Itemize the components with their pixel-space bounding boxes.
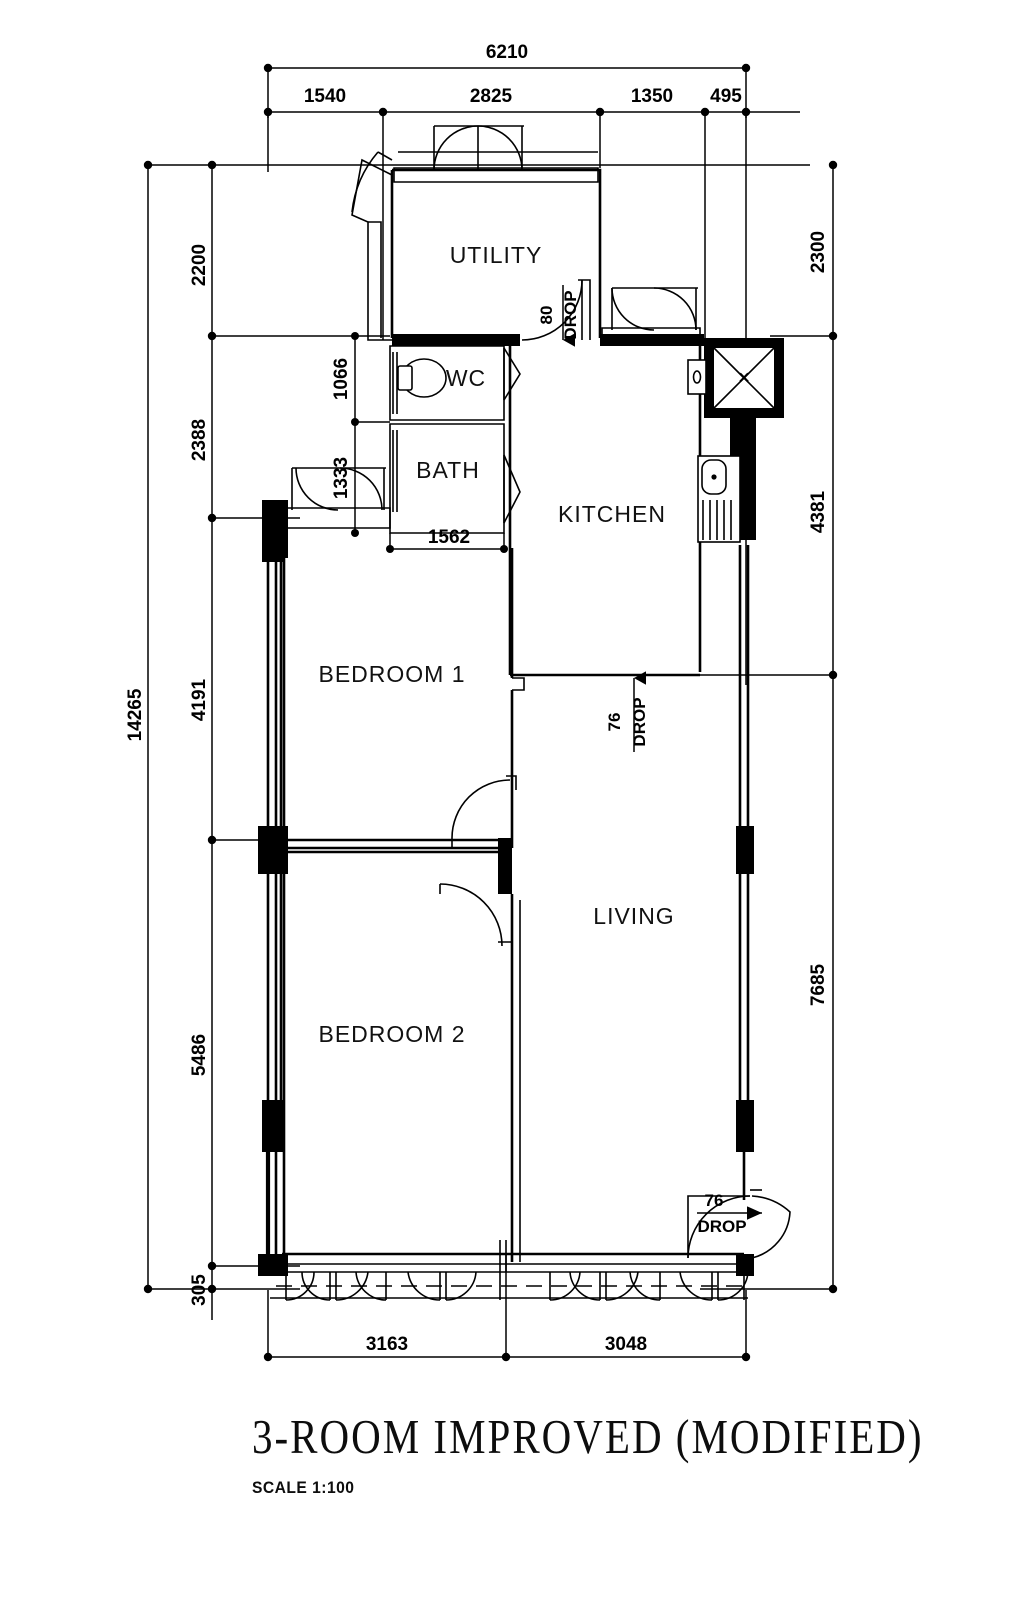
service-shaft: × xyxy=(687,338,784,540)
room-label-living: LIVING xyxy=(593,903,674,929)
dim-wc-1066: 1066 xyxy=(331,358,352,400)
entrance-door xyxy=(687,1189,791,1259)
dim-left-4191: 4191 xyxy=(189,678,210,721)
wc-room: WC xyxy=(389,345,521,421)
dim-left-overall-14265: 14265 xyxy=(125,688,146,741)
dim-left-305: 305 xyxy=(189,1274,210,1306)
drop-value-entrance: 76 xyxy=(705,1191,724,1210)
utility-room: UTILITY xyxy=(351,125,602,346)
page-title: 3-ROOM IMPROVED (MODIFIED) xyxy=(252,1409,924,1464)
drop-note-entrance: 76 DROP xyxy=(697,1191,762,1236)
bedroom-partition-wall xyxy=(258,826,512,894)
dim-bath-1333: 1333 xyxy=(331,457,352,499)
dim-top-1540: 1540 xyxy=(304,86,346,107)
room-label-utility: UTILITY xyxy=(450,242,543,268)
title-block: 3-ROOM IMPROVED (MODIFIED) SCALE 1:100 xyxy=(252,1408,952,1498)
dim-top-1350: 1350 xyxy=(631,86,673,107)
drop-note-living-kitchen: 76 DROP xyxy=(605,671,649,752)
room-label-kitchen: KITCHEN xyxy=(558,501,666,527)
dim-right-2300: 2300 xyxy=(808,231,829,273)
room-label-bath: BATH xyxy=(416,457,480,483)
shaft-x-mark: × xyxy=(738,368,749,389)
dim-top-495: 495 xyxy=(710,86,742,107)
scale-label: SCALE 1:100 xyxy=(252,1478,355,1497)
drop-label-living: DROP xyxy=(630,697,649,746)
dim-bath-1562: 1562 xyxy=(428,527,470,548)
drop-note-utility: 80 DROP xyxy=(537,285,580,347)
room-label-wc: WC xyxy=(446,365,486,391)
dim-top-2825: 2825 xyxy=(470,86,513,107)
dim-left-2388: 2388 xyxy=(189,419,210,461)
balcony-window-band xyxy=(258,1240,749,1301)
dim-left-5486: 5486 xyxy=(189,1034,210,1076)
left-dimension-chain: 2200 2388 4191 5486 305 14265 xyxy=(125,160,810,1320)
interior-dimensions: 1066 1333 1562 xyxy=(331,332,508,553)
dim-right-4381: 4381 xyxy=(808,490,829,533)
room-label-bedroom2: BEDROOM 2 xyxy=(318,1021,465,1047)
room-label-bedroom1: BEDROOM 1 xyxy=(318,661,465,687)
dim-left-2200: 2200 xyxy=(189,244,210,286)
dim-right-7685: 7685 xyxy=(808,963,829,1006)
bottom-dimension-chain: 3163 3048 xyxy=(263,1255,751,1362)
bedroom2-room: BEDROOM 2 xyxy=(282,874,521,1262)
dim-bottom-3048: 3048 xyxy=(605,1334,647,1355)
utility-door-swing xyxy=(521,279,591,341)
dim-bottom-3163: 3163 xyxy=(366,1334,408,1355)
drop-label-utility: DROP xyxy=(561,290,580,339)
bath-room: BATH xyxy=(389,423,521,534)
drop-value-utility: 80 xyxy=(537,306,556,325)
kitchen-sink xyxy=(697,455,741,543)
dim-top-overall-6210: 6210 xyxy=(486,42,528,63)
bedroom1-room: BEDROOM 1 xyxy=(282,530,517,853)
right-dimension-chain: 2300 4381 7685 xyxy=(700,160,838,1294)
living-room: LIVING xyxy=(512,673,700,929)
drop-label-entrance: DROP xyxy=(697,1217,746,1236)
drop-value-living: 76 xyxy=(605,713,624,732)
kitchen-room: KITCHEN xyxy=(508,287,704,677)
